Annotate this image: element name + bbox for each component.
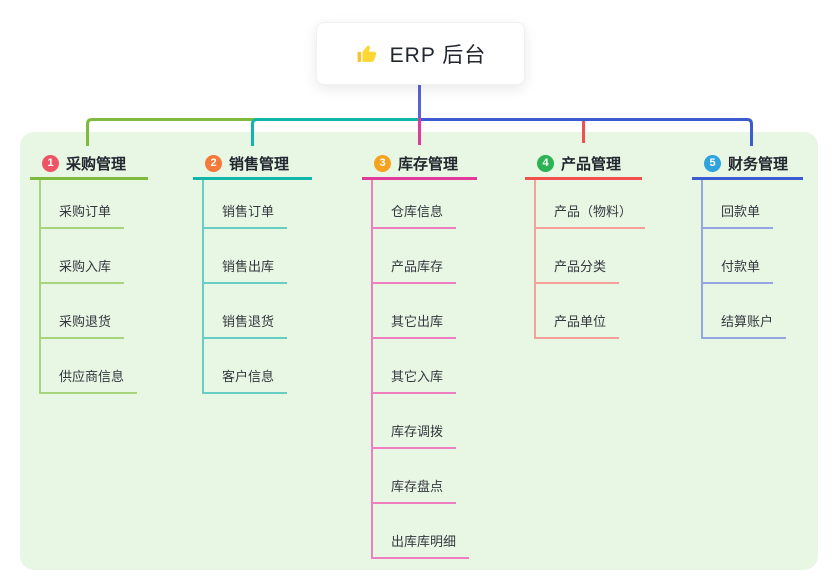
child-node[interactable]: 库存盘点 [373,476,457,504]
branch-title-label: 销售管理 [229,155,290,173]
branch-node: 4 产品管理 产品（物料） 产品分类 产品单位 [525,149,646,339]
child-node[interactable]: 仓库信息 [373,201,457,229]
child-node-row: 销售出库 [204,229,312,284]
child-node[interactable]: 产品单位 [536,311,620,339]
child-node-row: 产品分类 [536,229,642,284]
branch-node: 2 销售管理 销售订单 销售出库 销售退货 客户信息 [193,149,312,394]
child-node[interactable]: 采购入库 [41,256,125,284]
child-node[interactable]: 客户信息 [204,366,288,394]
child-node[interactable]: 产品（物料） [536,201,646,229]
child-node-row: 其它入库 [373,339,477,394]
child-node-row: 结算账户 [703,284,803,339]
child-node-row: 产品库存 [373,229,477,284]
child-node-row: 库存盘点 [373,449,477,504]
branch-title[interactable]: 4 产品管理 [525,149,642,180]
child-node[interactable]: 其它出库 [373,311,457,339]
branch-title-label: 财务管理 [728,155,789,173]
child-node[interactable]: 付款单 [703,256,774,284]
child-node[interactable]: 销售出库 [204,256,288,284]
child-node[interactable]: 回款单 [703,201,774,229]
branches-background-panel [20,132,818,570]
branch-number-badge: 5 [704,154,721,172]
child-node[interactable]: 产品库存 [373,256,457,284]
child-node-row: 产品（物料） [536,180,646,229]
child-node-row: 采购退货 [41,284,148,339]
branch-title[interactable]: 1 采购管理 [30,149,148,180]
child-node[interactable]: 供应商信息 [41,366,138,394]
branch-node: 5 财务管理 回款单 付款单 结算账户 [692,149,803,339]
child-node[interactable]: 销售订单 [204,201,288,229]
child-node[interactable]: 出库库明细 [373,531,470,559]
child-node[interactable]: 产品分类 [536,256,620,284]
child-node[interactable]: 库存调拨 [373,421,457,449]
branch-children: 回款单 付款单 结算账户 [701,180,803,339]
child-node[interactable]: 结算账户 [703,311,787,339]
thumbs-up-icon [357,45,376,62]
child-node[interactable]: 采购订单 [41,201,125,229]
branch-title-label: 采购管理 [66,155,127,173]
child-node-row: 销售退货 [204,284,312,339]
branch-node: 1 采购管理 采购订单 采购入库 采购退货 供应商信息 [30,149,148,394]
branch-children: 产品（物料） 产品分类 产品单位 [534,180,646,339]
child-node-row: 客户信息 [204,339,312,394]
child-node-row: 库存调拨 [373,394,477,449]
branch-title-label: 库存管理 [398,155,459,173]
branch-children: 仓库信息 产品库存 其它出库 其它入库 库存调拨 库存盘点 出库库明细 [371,180,477,559]
child-node-row: 仓库信息 [373,180,477,229]
child-node-row: 付款单 [703,229,803,284]
child-node-row: 供应商信息 [41,339,148,394]
branch-number-badge: 3 [374,154,391,172]
branch-children: 采购订单 采购入库 采购退货 供应商信息 [39,180,148,394]
child-node[interactable]: 其它入库 [373,366,457,394]
child-node-row: 回款单 [703,180,803,229]
root-node-label: ERP 后台 [389,43,487,67]
root-node[interactable]: ERP 后台 [316,22,525,85]
child-node-row: 销售订单 [204,180,312,229]
child-node[interactable]: 销售退货 [204,311,288,339]
branch-number-badge: 4 [537,154,554,172]
child-node-row: 采购入库 [41,229,148,284]
branch-node: 3 库存管理 仓库信息 产品库存 其它出库 其它入库 库存调拨 库存盘点 出库库… [362,149,477,559]
branch-number-badge: 1 [42,154,59,172]
branch-title[interactable]: 3 库存管理 [362,149,477,180]
child-node-row: 出库库明细 [373,504,477,559]
branch-title-label: 产品管理 [561,155,622,173]
branch-title[interactable]: 5 财务管理 [692,149,803,180]
child-node-row: 其它出库 [373,284,477,339]
branch-number-badge: 2 [205,154,222,172]
child-node-row: 采购订单 [41,180,148,229]
child-node-row: 产品单位 [536,284,642,339]
child-node[interactable]: 采购退货 [41,311,125,339]
branch-children: 销售订单 销售出库 销售退货 客户信息 [202,180,312,394]
branch-title[interactable]: 2 销售管理 [193,149,312,180]
